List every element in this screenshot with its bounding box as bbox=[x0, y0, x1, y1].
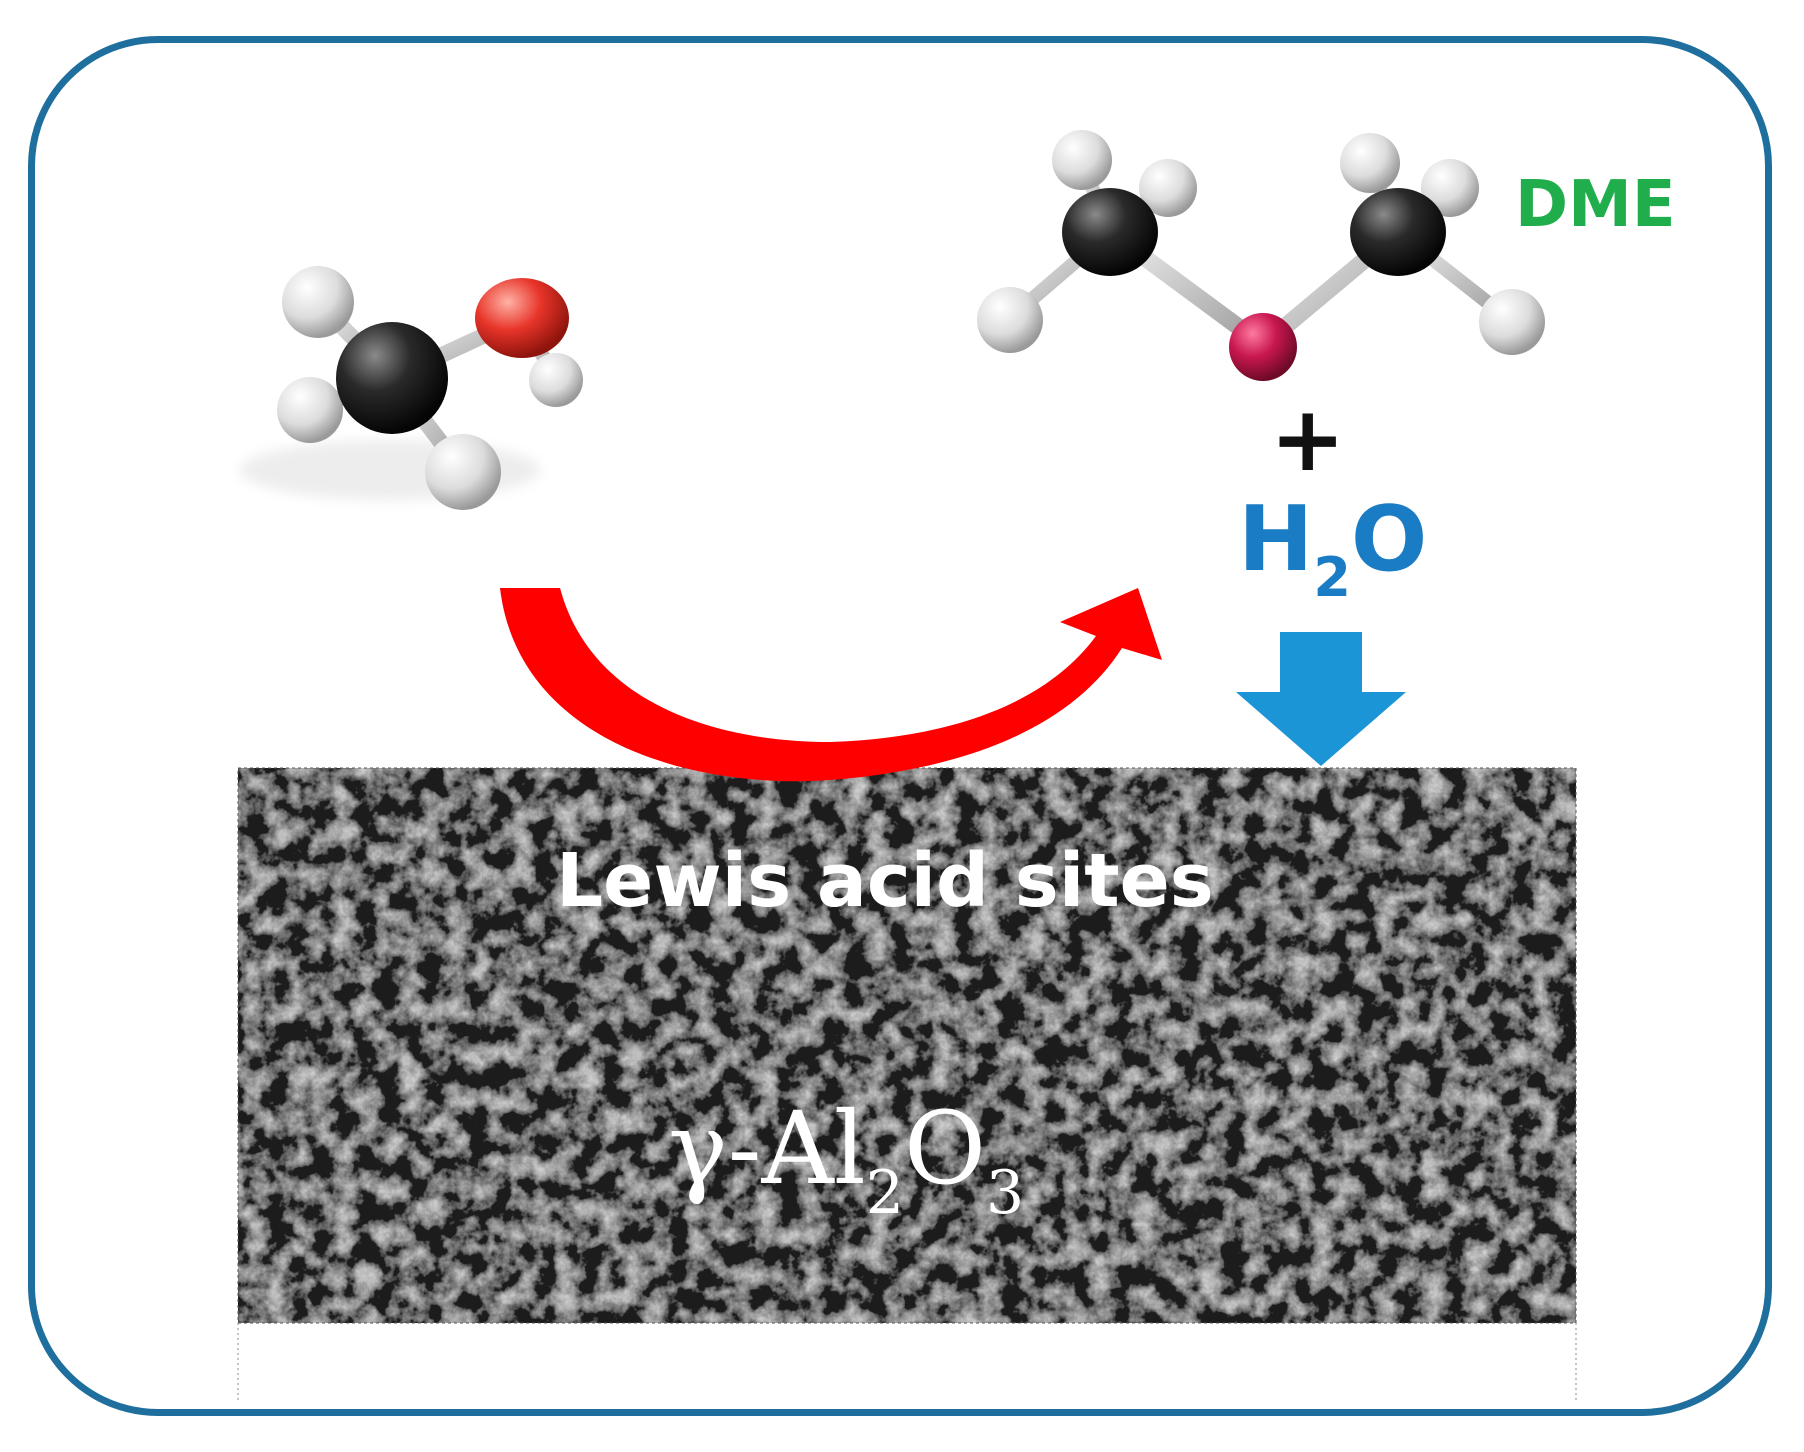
alumina-o: O bbox=[903, 1090, 986, 1207]
alumina-subscript-2: 3 bbox=[985, 1158, 1025, 1228]
water-formula: H2O bbox=[1238, 495, 1427, 623]
plus-sign: + bbox=[1270, 387, 1346, 492]
alumina-prefix: γ-Al bbox=[668, 1090, 866, 1207]
lewis-acid-sites-label: Lewis acid sites bbox=[556, 838, 1214, 924]
dme-molecule-icon bbox=[977, 130, 1545, 381]
down-arrow-icon bbox=[1236, 632, 1406, 766]
dme-label: DME bbox=[1515, 168, 1676, 242]
water-subscript: 2 bbox=[1313, 546, 1351, 609]
curved-arrow-icon bbox=[500, 588, 1162, 782]
water-o: O bbox=[1350, 487, 1428, 592]
sem-micrograph-image bbox=[237, 767, 1577, 1402]
alumina-subscript-1: 2 bbox=[865, 1158, 904, 1228]
alumina-formula: γ-Al2O3 bbox=[668, 1090, 1024, 1228]
water-h: H bbox=[1238, 487, 1314, 592]
methanol-molecule-icon bbox=[240, 266, 583, 510]
